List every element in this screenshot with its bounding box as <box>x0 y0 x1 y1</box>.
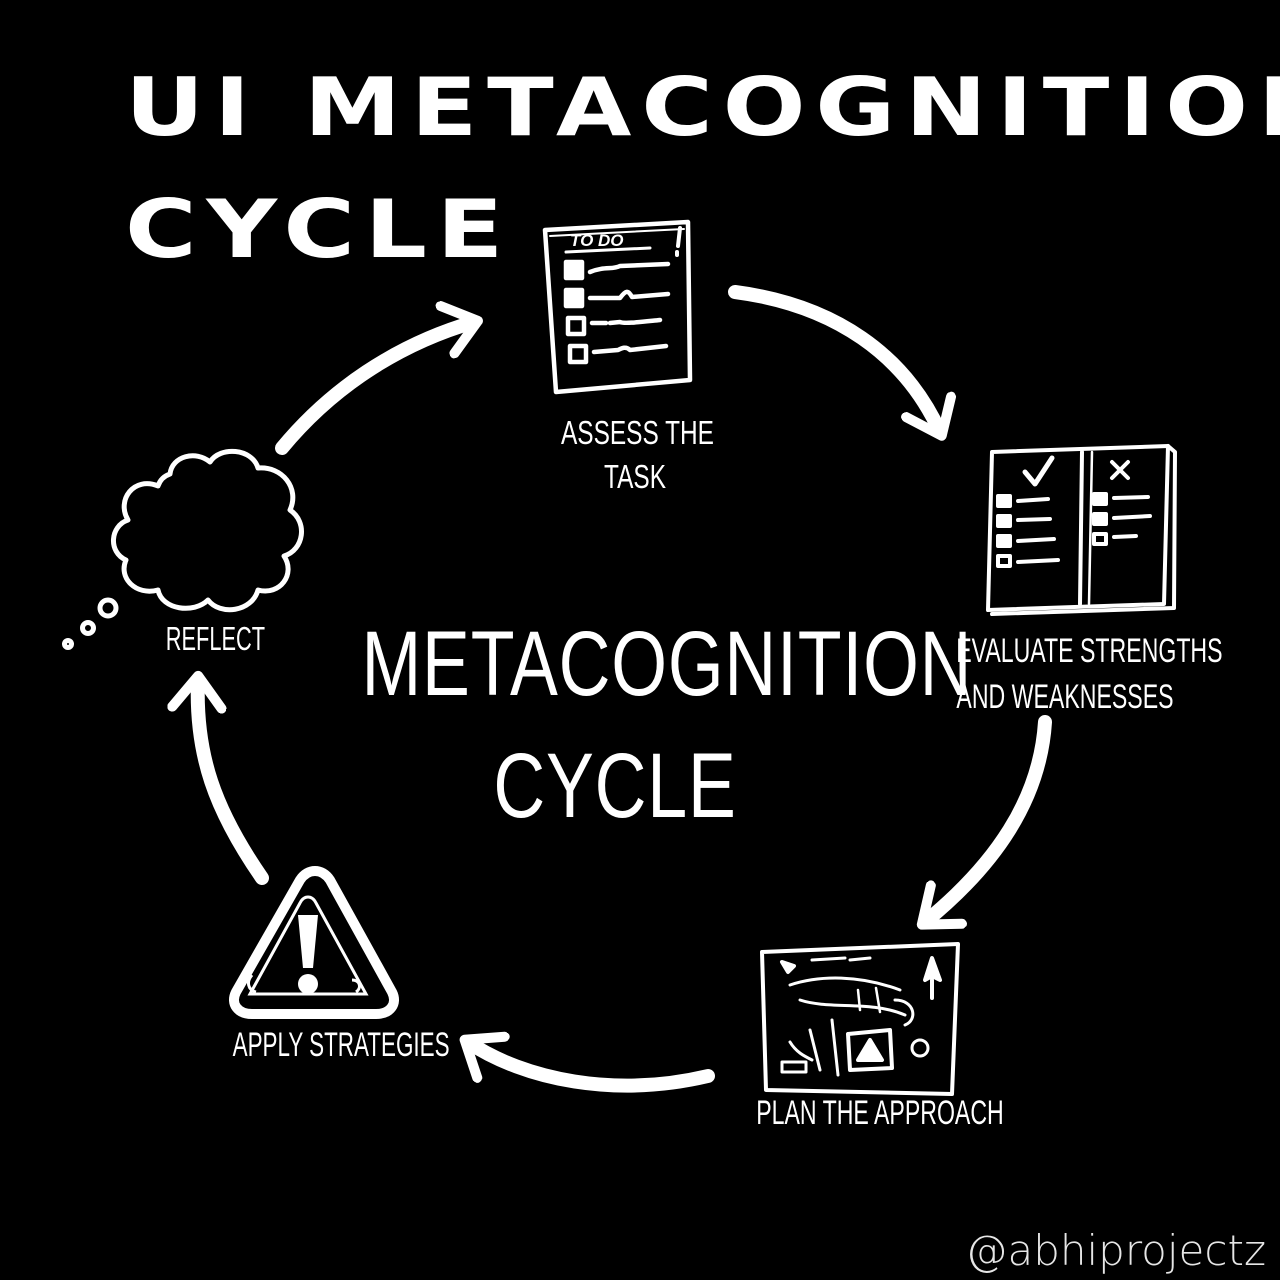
arrow-reflect-to-assess <box>275 322 474 455</box>
todo-heading: TO DO <box>570 231 624 250</box>
label-assess-line-1: ASSESS THE <box>561 414 714 451</box>
center-title-line-1: METACOGNITION <box>361 613 973 715</box>
poster-title-line-2: CYCLE <box>125 183 514 276</box>
label-evaluate-line-1: EVALUATE STRENGTHS <box>956 632 1223 670</box>
label-evaluate-line-2: AND WEAKNESSES <box>956 678 1174 716</box>
arrow-evaluate-to-plan <box>925 715 1052 922</box>
arrow-assess-to-evaluate <box>728 285 940 432</box>
cycle-arrows <box>198 285 1052 1093</box>
arrow-plan-to-apply <box>468 1042 715 1093</box>
warning-triangle-icon <box>229 866 399 1019</box>
label-apply: APPLY STRATEGIES <box>232 1026 450 1064</box>
center-title-line-2: CYCLE <box>493 735 737 837</box>
checklist-book-icon <box>986 444 1177 616</box>
todo-list-icon <box>542 219 693 395</box>
label-assess-line-2: TASK <box>604 458 666 495</box>
label-plan: PLAN THE APPROACH <box>756 1094 1004 1132</box>
arrow-apply-to-reflect <box>198 680 269 885</box>
label-reflect: REFLECT <box>165 620 266 657</box>
poster-title-line-1: UI METACOGNITION <box>125 61 1280 154</box>
author-handle: @abhiprojectz <box>965 1226 1266 1275</box>
thought-cloud-icon <box>62 448 304 650</box>
blueprint-map-icon <box>760 942 960 1096</box>
